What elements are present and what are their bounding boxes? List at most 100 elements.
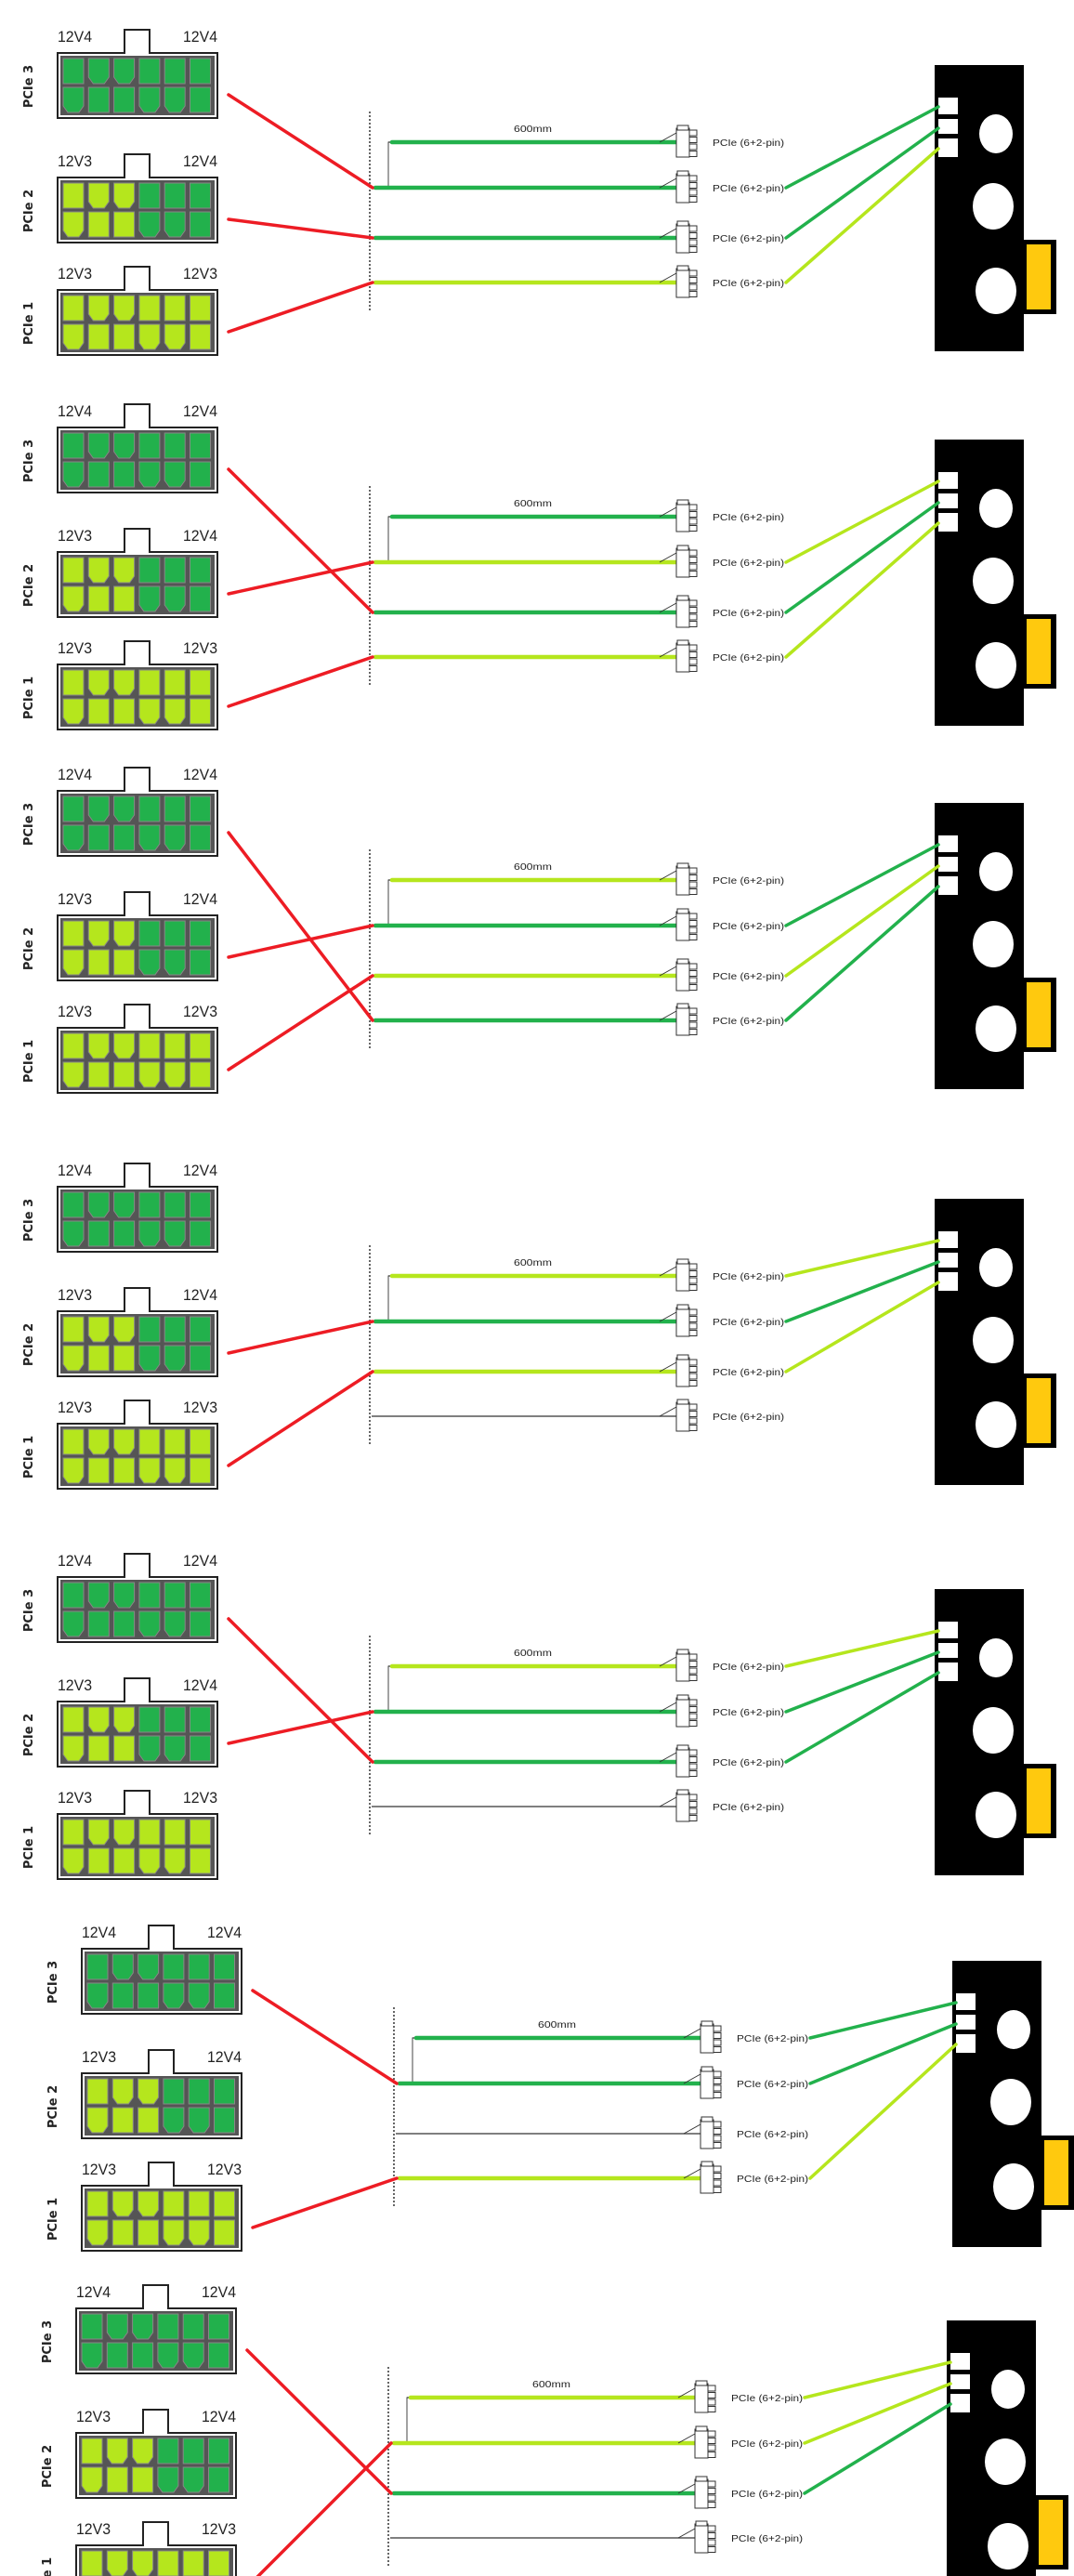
card-hole xyxy=(979,114,1013,153)
pcie-plug-pin xyxy=(713,2128,722,2135)
connector-pin xyxy=(138,86,161,113)
plug-label: PCIe (6+2-pin) xyxy=(713,138,784,149)
card-hole xyxy=(979,1638,1013,1677)
rail-label-right: 12V3 xyxy=(183,1399,217,1416)
connector-pin xyxy=(164,211,186,238)
pcie-plug xyxy=(694,2428,709,2459)
connector-pin xyxy=(62,669,85,696)
rail-label-right: 12V4 xyxy=(183,1676,217,1694)
pcie-plug-pin xyxy=(688,151,698,157)
connector-pin xyxy=(188,2219,210,2246)
pcie-plug-pin xyxy=(707,2546,716,2553)
connector-pin xyxy=(87,698,110,725)
connector-pin xyxy=(111,1953,134,1980)
connector-pin xyxy=(138,2190,160,2217)
card-hole xyxy=(973,558,1014,604)
plug-latch xyxy=(677,2433,696,2444)
plug-label: PCIe (6+2-pin) xyxy=(713,876,784,887)
rail-label-left: 12V4 xyxy=(76,2283,111,2301)
pcie-connector-label: PCIe 3 xyxy=(41,2320,55,2363)
psu-link-line xyxy=(227,1617,374,1764)
connector-pin xyxy=(111,2219,134,2246)
rail-label-right: 12V3 xyxy=(183,639,217,657)
plug-latch xyxy=(659,1752,677,1763)
card-link-line xyxy=(784,1629,940,1668)
daisy-chain-bracket xyxy=(370,1665,399,1713)
pcie-plug-pin xyxy=(688,607,698,613)
rail-label-right: 12V4 xyxy=(183,1286,217,1304)
card-power-socket xyxy=(956,1993,976,2010)
card-power-socket xyxy=(938,1272,958,1291)
connector-pin xyxy=(106,2342,128,2369)
card-link-line xyxy=(784,147,940,284)
connector-face xyxy=(60,667,215,727)
connector-pin xyxy=(111,2107,134,2134)
plug-label: PCIe (6+2-pin) xyxy=(731,2394,803,2404)
pcie-plug-pin xyxy=(688,143,698,151)
connector-pin xyxy=(164,86,186,113)
rail-label-left: 12V3 xyxy=(58,152,92,170)
plug-label: PCIe (6+2-pin) xyxy=(713,559,784,569)
rail-label-left: 12V4 xyxy=(58,402,92,420)
pcie-plug-pin xyxy=(688,1316,698,1322)
pcie-connector-label: PCIe 3 xyxy=(22,65,36,108)
cable-length-label: 600mm xyxy=(514,1649,552,1659)
plug-label: PCIe (6+2-pin) xyxy=(737,2080,808,2090)
pcie-plug-pin xyxy=(688,1359,698,1366)
connector-pin xyxy=(132,2438,154,2464)
connector-pin xyxy=(190,1032,211,1059)
card-link-line xyxy=(803,2360,952,2399)
connector-pin xyxy=(113,557,136,584)
cable-length-label: 600mm xyxy=(514,125,552,135)
pcie-plug-pin xyxy=(688,1763,698,1770)
plug-latch xyxy=(659,1796,677,1807)
connector-pin xyxy=(87,1457,110,1484)
connector-pin xyxy=(81,2466,103,2493)
connector-pin xyxy=(190,295,211,322)
cable-length-label: 600mm xyxy=(514,862,552,873)
pcie-plug xyxy=(675,1747,690,1778)
connector-pin xyxy=(113,920,136,947)
connector-pin xyxy=(190,1191,211,1218)
connector-pin xyxy=(138,1457,161,1484)
pcie-plug-tab xyxy=(676,545,689,551)
cable-length-label: 600mm xyxy=(514,1258,552,1268)
pcie-plug xyxy=(694,2478,709,2509)
connector-pin xyxy=(87,1345,110,1372)
connector-pin xyxy=(138,585,161,612)
pcie-plug-pin xyxy=(688,246,698,253)
pcie-plug-pin xyxy=(713,2092,722,2098)
connector-pin xyxy=(138,795,161,822)
connector-pin xyxy=(163,1953,185,1980)
pcie-plug-pin xyxy=(688,137,698,143)
connector-pin xyxy=(157,2550,179,2576)
connector-pin xyxy=(190,1735,211,1762)
connector-pin xyxy=(190,1428,211,1455)
pcie-plug-tab xyxy=(695,2425,708,2432)
pcie-plug xyxy=(675,1651,690,1682)
connector-pin xyxy=(188,2107,210,2134)
card-link-line xyxy=(784,501,940,614)
connector-pin xyxy=(164,1457,186,1484)
pcie-connector-label: PCIe 3 xyxy=(46,1961,60,2004)
card-hole xyxy=(979,1248,1013,1287)
connector-pin xyxy=(138,1061,161,1088)
pcie-plug-pin xyxy=(713,2165,722,2173)
connector-pin xyxy=(62,1735,85,1762)
connector-pin xyxy=(87,1220,110,1247)
connector-pin xyxy=(113,1191,136,1218)
connector-pin xyxy=(138,1735,161,1762)
connector-pin xyxy=(190,1582,211,1609)
connector-pin xyxy=(214,1982,235,2009)
card-link-line xyxy=(784,105,940,190)
plug-latch xyxy=(659,915,677,927)
